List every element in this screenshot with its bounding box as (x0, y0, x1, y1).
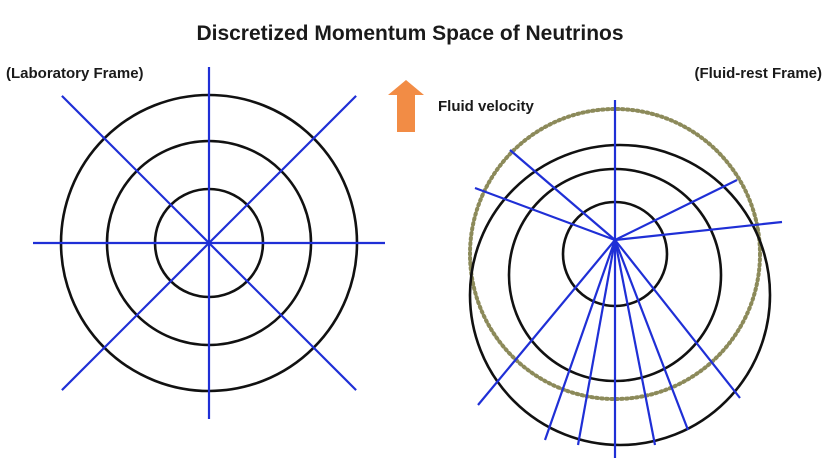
rest-ray-line (614, 220, 783, 242)
laboratory-frame-label: (Laboratory Frame) (6, 65, 144, 82)
diagram-title: Discretized Momentum Space of Neutrinos (196, 22, 623, 45)
orange-up-arrow-icon (388, 80, 424, 132)
rest-ring-outer (468, 143, 772, 447)
lab-ray-line (208, 242, 357, 391)
rest-ray-line (614, 239, 741, 399)
rest-ray-line (509, 149, 616, 241)
rest-ray-line (614, 179, 738, 241)
rest-ray-line (543, 239, 617, 441)
rest-ray-line (474, 186, 616, 242)
rest-ray-line (613, 239, 690, 431)
fluid-rest-frame-grid (468, 100, 783, 458)
fluid-velocity-arrow (388, 80, 424, 132)
fluid-velocity-label: Fluid velocity (438, 98, 535, 115)
fluid-rest-frame-label: (Fluid-rest Frame) (694, 65, 822, 82)
laboratory-frame-grid (33, 67, 385, 419)
rest-ray-line (576, 239, 617, 446)
lab-ray-line (61, 242, 210, 391)
rest-ray-line (477, 239, 616, 406)
lab-ray-line (208, 95, 357, 244)
lab-ray-line (61, 95, 210, 244)
rest-ray-line (613, 239, 657, 446)
